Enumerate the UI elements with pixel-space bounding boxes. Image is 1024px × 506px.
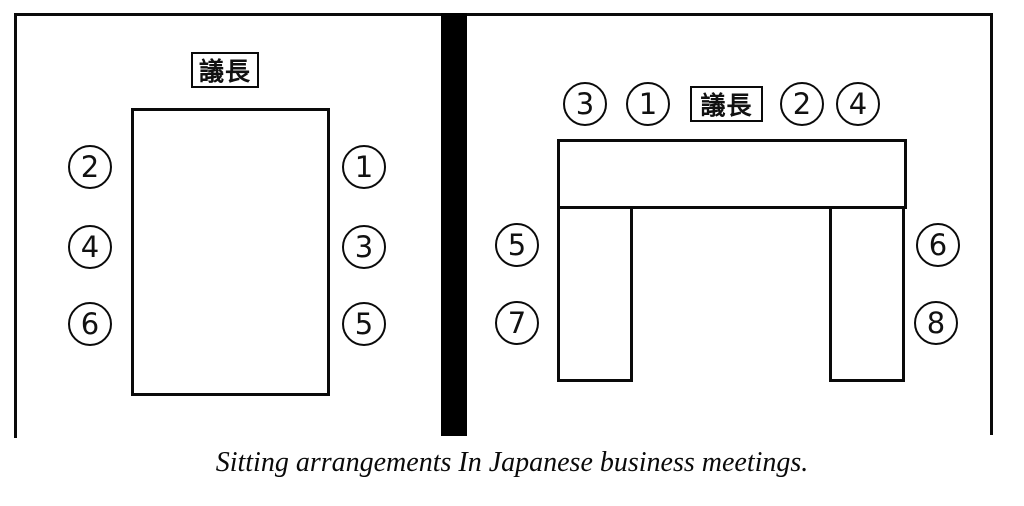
seat-circle-left1: 1 [342, 145, 386, 189]
right-chairman-box: 議長 [690, 86, 763, 122]
figure-caption: Sitting arrangements In Japanese busines… [215, 447, 809, 478]
right-chairman-label: 議長 [700, 91, 753, 120]
panel-divider-bar [441, 13, 467, 436]
left-chairman-box: 議長 [191, 52, 259, 88]
left-meeting-table [131, 108, 330, 396]
seat-circle-right2: 2 [780, 82, 824, 126]
seat-circle-left3: 3 [342, 225, 386, 269]
left-chairman-label: 議長 [198, 57, 251, 86]
seat-circle-right4: 4 [836, 82, 880, 126]
seat-circle-right1: 1 [626, 82, 670, 126]
seat-circle-left6: 6 [68, 302, 112, 346]
seat-circle-left4: 4 [68, 225, 112, 269]
seat-circle-right5: 5 [495, 223, 539, 267]
seat-circle-right7: 7 [495, 301, 539, 345]
frame-left-border [14, 13, 17, 438]
right-table-top-bar [557, 139, 907, 209]
frame-top-border [14, 13, 993, 16]
frame-right-border [990, 13, 993, 435]
right-table-right-leg [829, 206, 905, 382]
right-table-left-leg [557, 206, 633, 382]
seat-circle-left5: 5 [342, 302, 386, 346]
seat-circle-left2: 2 [68, 145, 112, 189]
seat-circle-right6: 6 [916, 223, 960, 267]
seat-circle-right8: 8 [914, 301, 958, 345]
seat-circle-right3: 3 [563, 82, 607, 126]
